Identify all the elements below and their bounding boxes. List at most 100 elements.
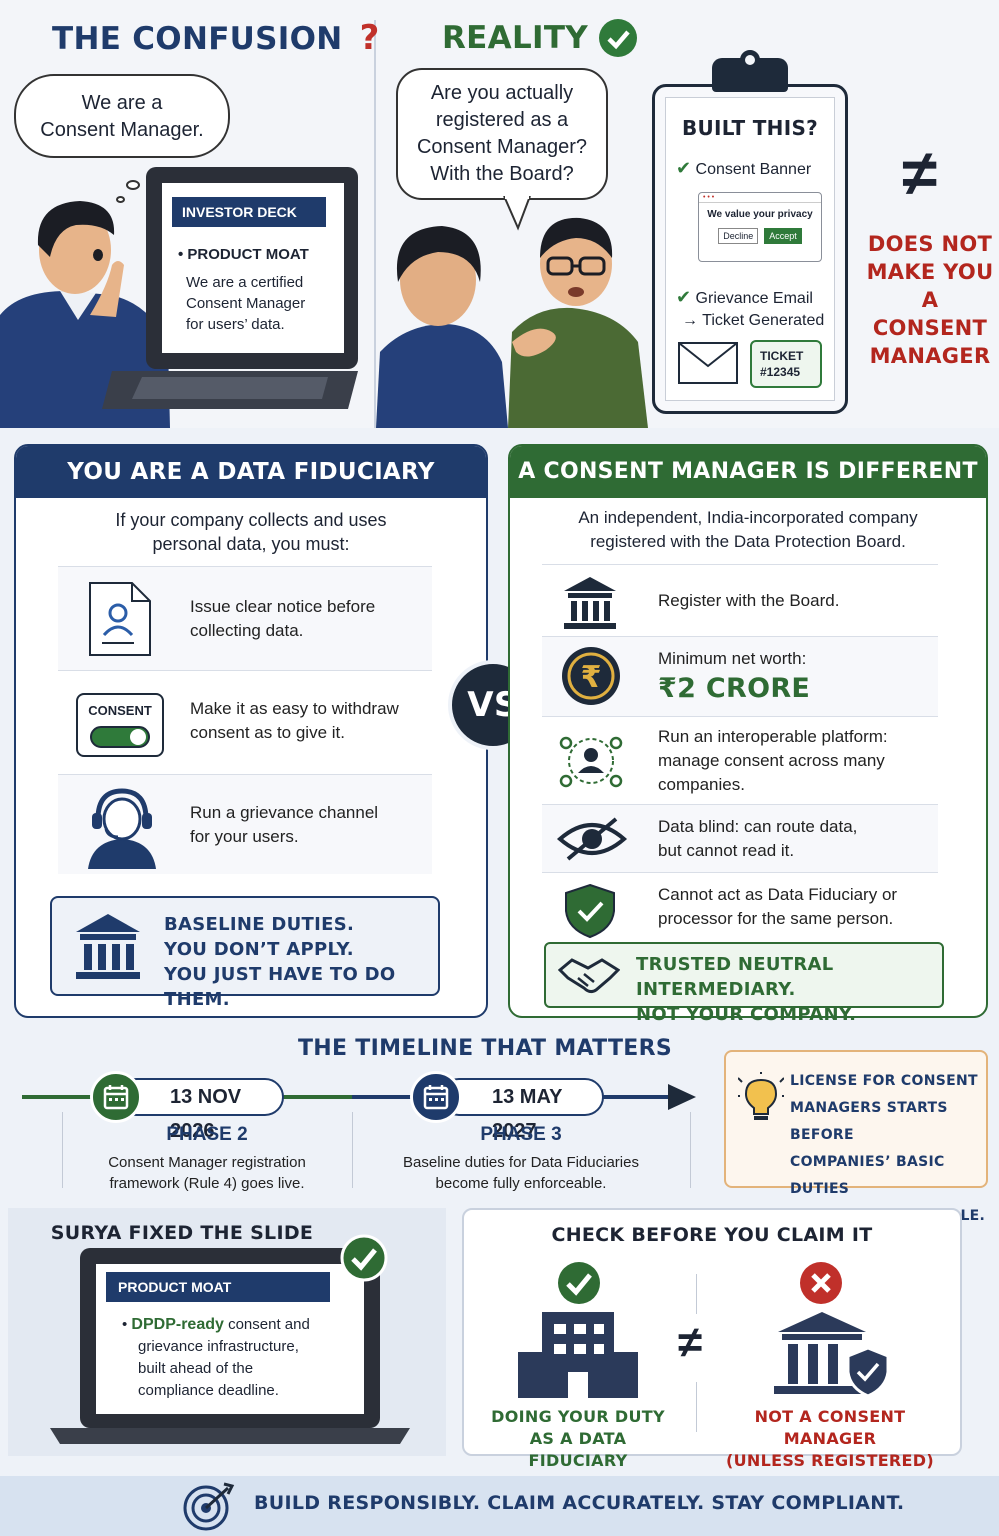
svg-text:₹: ₹	[581, 660, 602, 695]
reality-title: REALITY	[442, 18, 638, 58]
cm-networth-value: ₹2 CRORE	[658, 673, 811, 704]
lightbulb-icon	[738, 1072, 784, 1120]
neq-line-3: CONSENT	[872, 316, 988, 340]
note-line-2: MANAGERS STARTS BEFORE	[790, 1100, 948, 1143]
ticket-label: TICKET	[760, 349, 804, 363]
intro-line-1: If your company collects and uses	[115, 510, 387, 530]
fixed-slide-panel: SURYA FIXED THE SLIDE PRODUCT MOAT • DPD…	[8, 1208, 446, 1456]
x-circle-icon	[800, 1262, 842, 1304]
cm-intro-line-1: An independent, India-incorporated compa…	[578, 508, 918, 527]
timeline-note: LICENSE FOR CONSENT MANAGERS STARTS BEFO…	[724, 1050, 988, 1224]
cm-conflict-line-1: Cannot act as Data Fiduciary or	[658, 885, 898, 904]
network-people-icon	[559, 736, 623, 788]
top-scenes: THE CONFUSION ? We are a Consent Manager…	[0, 0, 999, 428]
duty-withdraw-line-1: Make it as easy to withdraw	[190, 699, 399, 718]
date-pill-1: 13 NOV 2026	[118, 1078, 284, 1142]
cm-register-text: Register with the Board.	[658, 591, 840, 610]
ticket-badge: TICKET #12345	[750, 340, 822, 388]
fixed-slide-header: PRODUCT MOAT	[106, 1272, 330, 1302]
timeline-tick	[690, 1112, 691, 1188]
speech-line-1: Are you actually	[430, 82, 574, 104]
speech-line-3: Consent Manager?	[416, 136, 588, 158]
handshake-icon	[558, 958, 620, 994]
check-claim-panel: CHECK BEFORE YOU CLAIM IT DOING YOUR DUT…	[462, 1208, 962, 1470]
cm-row-platform: Run an interoperable platform: manage co…	[542, 716, 938, 804]
deck-line-2: Consent Manager	[186, 295, 306, 312]
thought-bubble: We are a Consent Manager.	[14, 74, 230, 158]
check-circle-icon	[340, 1234, 388, 1282]
browser-dots-icon: • • •	[699, 193, 821, 203]
government-building-icon	[76, 914, 140, 979]
consent-manager-title: A CONSENT MANAGER IS DIFFERENT	[510, 446, 986, 498]
consent-toggle	[90, 726, 150, 748]
cm-intro-line-2: registered with the Data Protection Boar…	[590, 532, 906, 551]
not-cm-line-2: (UNLESS REGISTERED)	[726, 1451, 934, 1470]
cm-datablind-text: Data blind: can route data, but cannot r…	[658, 815, 857, 863]
phase-3-block: PHASE 3 Baseline duties for Data Fiducia…	[352, 1124, 690, 1194]
not-equal-icon: ≠	[678, 1318, 703, 1367]
checklist-item-grievance-text: Grievance Email	[695, 290, 813, 307]
separator	[696, 1382, 697, 1432]
deck-line-1: We are a certified	[186, 274, 304, 291]
decline-button: Decline	[718, 228, 759, 244]
timeline-tick	[62, 1112, 63, 1188]
data-fiduciary-intro: If your company collects and uses person…	[16, 508, 486, 556]
cm-conflict-line-2: processor for the same person.	[658, 909, 894, 928]
duty-label-line-1: DOING YOUR DUTY	[491, 1407, 665, 1426]
check-circle-icon	[558, 1262, 600, 1304]
neq-line-2: MAKE YOU A	[866, 260, 994, 312]
cm-networth-label: Minimum net worth:	[658, 649, 807, 668]
phase-2-line-1: Consent Manager registration	[108, 1154, 306, 1171]
speech-tail	[503, 196, 531, 231]
baseline-duties-text: BASELINE DUTIES. YOU DON’T APPLY. YOU JU…	[164, 912, 438, 1012]
fixed-line-1: consent and	[223, 1316, 310, 1333]
neutral-intermediary-box: TRUSTED NEUTRAL INTERMEDIARY. NOT YOUR C…	[544, 942, 944, 1025]
note-line-3: COMPANIES’ BASIC DUTIES	[790, 1154, 945, 1197]
confusion-title: THE CONFUSION ?	[52, 18, 380, 58]
timeline-title: THE TIMELINE THAT MATTERS	[298, 1036, 672, 1061]
checklist-item-grievance: ✔ Grievance Email → Ticket Generated	[676, 286, 824, 332]
check-claim-title: CHECK BEFORE YOU CLAIM IT	[551, 1224, 873, 1246]
bank-shield-icon	[774, 1312, 890, 1398]
duty-label-line-2: AS A DATA FIDUCIARY	[528, 1429, 628, 1470]
not-equal-icon: ≠	[902, 137, 938, 209]
deck-line-3: for users’ data.	[186, 316, 285, 333]
data-fiduciary-title: YOU ARE A DATA FIDUCIARY	[16, 446, 486, 498]
timeline-arrow-icon	[668, 1084, 696, 1110]
checkmark-icon: ✔	[676, 158, 692, 178]
target-arrow-icon	[183, 1482, 235, 1531]
calendar-icon	[410, 1071, 462, 1123]
cm-row-datablind: Data blind: can route data, but cannot r…	[542, 804, 938, 872]
question-mark-icon: ?	[359, 18, 380, 58]
phase-3-line-2: become fully enforceable.	[435, 1175, 607, 1192]
duty-notice-text: Issue clear notice before collecting data…	[190, 595, 375, 643]
fixed-line-3: built ahead of the	[138, 1360, 254, 1377]
thought-line-1: We are a	[81, 92, 163, 114]
banner-text: We value your privacy	[707, 209, 813, 220]
duty-row-notice: Issue clear notice before collecting data…	[58, 566, 432, 670]
checklist-item-banner-text: Consent Banner	[695, 161, 812, 178]
speech-line-4: With the Board?	[430, 163, 574, 185]
calendar-icon	[90, 1071, 142, 1123]
duty-notice-line-1: Issue clear notice before	[190, 597, 376, 616]
rupee-coin-icon: ₹	[562, 647, 620, 705]
thought-line-2: Consent Manager.	[40, 119, 204, 141]
cm-row-register: Register with the Board.	[542, 564, 938, 636]
phase-3-title: PHASE 3	[480, 1124, 562, 1145]
deck-bullet: • PRODUCT MOAT	[178, 246, 309, 263]
dpdp-highlight: DPDP-ready	[131, 1316, 224, 1333]
duty-notice-line-2: collecting data.	[190, 621, 304, 640]
speech-line-2: registered as a	[435, 109, 569, 131]
cm-row-conflict: Cannot act as Data Fiduciary or processo…	[542, 872, 938, 942]
ticket-number: #12345	[760, 365, 801, 379]
phase-2-title: PHASE 2	[166, 1124, 248, 1145]
shield-check-icon	[565, 883, 615, 939]
consent-manager-panel: A CONSENT MANAGER IS DIFFERENT An indepe…	[508, 444, 988, 1025]
neutral-intermediary-text: TRUSTED NEUTRAL INTERMEDIARY. NOT YOUR C…	[636, 952, 942, 1027]
note-line-1: LICENSE FOR CONSENT	[790, 1073, 978, 1089]
thought-dot-2	[116, 196, 125, 203]
